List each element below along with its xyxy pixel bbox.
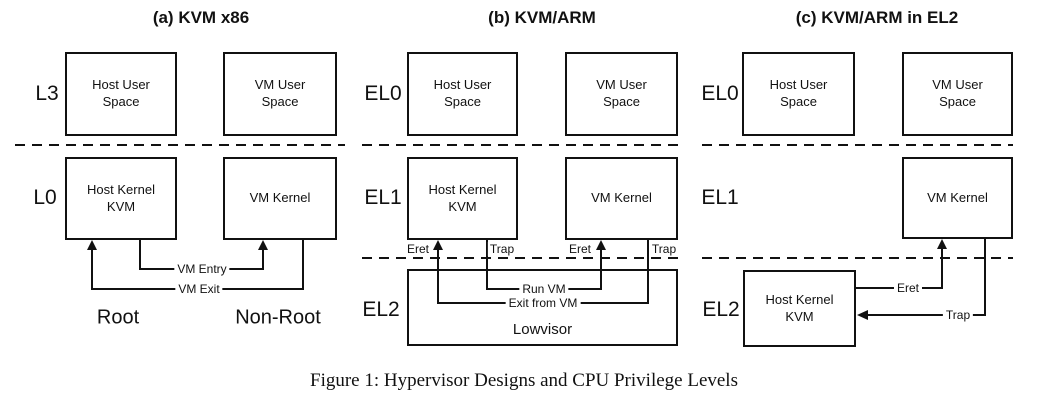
connector-line	[91, 248, 93, 290]
label-eret: Eret	[893, 281, 923, 295]
divider-b-el1-el2	[362, 257, 678, 259]
box-b-host-kernel-kvm: Host Kernel KVM	[407, 157, 518, 240]
box-c-host-kernel-kvm: Host Kernel KVM	[743, 270, 856, 347]
label-vm-exit: VM Exit	[175, 282, 223, 296]
figure-caption: Figure 1: Hypervisor Designs and CPU Pri…	[310, 370, 738, 391]
connector-line	[139, 240, 141, 270]
box-c-vm-kernel: VM Kernel	[902, 157, 1013, 239]
privilege-level-el0-b: EL0	[364, 82, 402, 105]
box-b-vm-user-space: VM User Space	[565, 52, 678, 136]
box-a-host-kernel-kvm: Host Kernel KVM	[65, 157, 177, 240]
privilege-level-el2-c: EL2	[702, 298, 740, 321]
box-label: VM User Space	[254, 77, 306, 109]
privilege-level-l3: L3	[35, 82, 59, 105]
box-label: Lowvisor	[512, 320, 573, 338]
arrow-up-icon	[87, 240, 97, 250]
label-eret-vm: Eret	[566, 242, 594, 256]
label-eret-host: Eret	[404, 242, 432, 256]
label-trap: Trap	[942, 308, 974, 322]
panel-c-title: (c) KVM/ARM in EL2	[795, 8, 959, 27]
box-label: Host User Space	[92, 77, 150, 109]
mode-root: Root	[96, 306, 140, 329]
label-vm-entry: VM Entry	[174, 262, 230, 276]
label-exit-from-vm: Exit from VM	[505, 296, 581, 310]
box-label: Host User Space	[769, 77, 828, 109]
label-run-vm: Run VM	[519, 282, 569, 296]
divider-b-el0-el1	[362, 144, 678, 146]
arrow-up-icon	[937, 239, 947, 249]
box-label: VM Kernel	[927, 189, 988, 205]
box-c-host-user-space: Host User Space	[742, 52, 855, 136]
box-label: Host Kernel KVM	[87, 181, 155, 214]
arrow-up-icon	[433, 240, 443, 250]
box-a-vm-kernel: VM Kernel	[223, 157, 337, 240]
connector-line	[868, 314, 986, 316]
box-a-host-user-space: Host User Space	[65, 52, 177, 136]
privilege-level-el1-c: EL1	[701, 186, 739, 209]
box-b-vm-kernel: VM Kernel	[565, 157, 678, 240]
box-c-vm-user-space: VM User Space	[902, 52, 1013, 136]
divider-a-user-kernel	[15, 144, 345, 146]
box-label: VM Kernel	[591, 190, 652, 206]
connector-line	[647, 240, 649, 304]
box-label: VM User Space	[596, 77, 647, 109]
connector-line	[600, 248, 602, 290]
box-label: Host Kernel KVM	[428, 181, 497, 214]
arrow-up-icon	[596, 240, 606, 250]
box-label: VM Kernel	[249, 190, 311, 206]
connector-line	[302, 240, 304, 290]
divider-c-el0-el1	[702, 144, 1013, 146]
panel-a-title: (a) KVM x86	[152, 8, 250, 27]
connector-line	[941, 247, 943, 289]
box-label: VM User Space	[932, 77, 983, 109]
label-trap-host: Trap	[487, 242, 517, 256]
arrow-left-icon	[857, 310, 868, 320]
connector-line	[984, 239, 986, 316]
privilege-level-el0-c: EL0	[701, 82, 739, 105]
box-label: Host User Space	[433, 77, 492, 109]
privilege-level-l0: L0	[33, 186, 57, 209]
box-label: Host Kernel KVM	[765, 291, 834, 324]
mode-non-root: Non-Root	[235, 306, 321, 329]
connector-line	[262, 248, 264, 270]
divider-c-el1-el2	[702, 257, 1013, 259]
privilege-level-el2-b: EL2	[362, 298, 400, 321]
panel-b-title: (b) KVM/ARM	[488, 8, 596, 27]
connector-line	[437, 248, 439, 304]
label-trap-vm: Trap	[649, 242, 679, 256]
connector-line	[486, 240, 488, 290]
box-a-vm-user-space: VM User Space	[223, 52, 337, 136]
arrow-up-icon	[258, 240, 268, 250]
privilege-level-el1-b: EL1	[364, 186, 402, 209]
box-b-host-user-space: Host User Space	[407, 52, 518, 136]
